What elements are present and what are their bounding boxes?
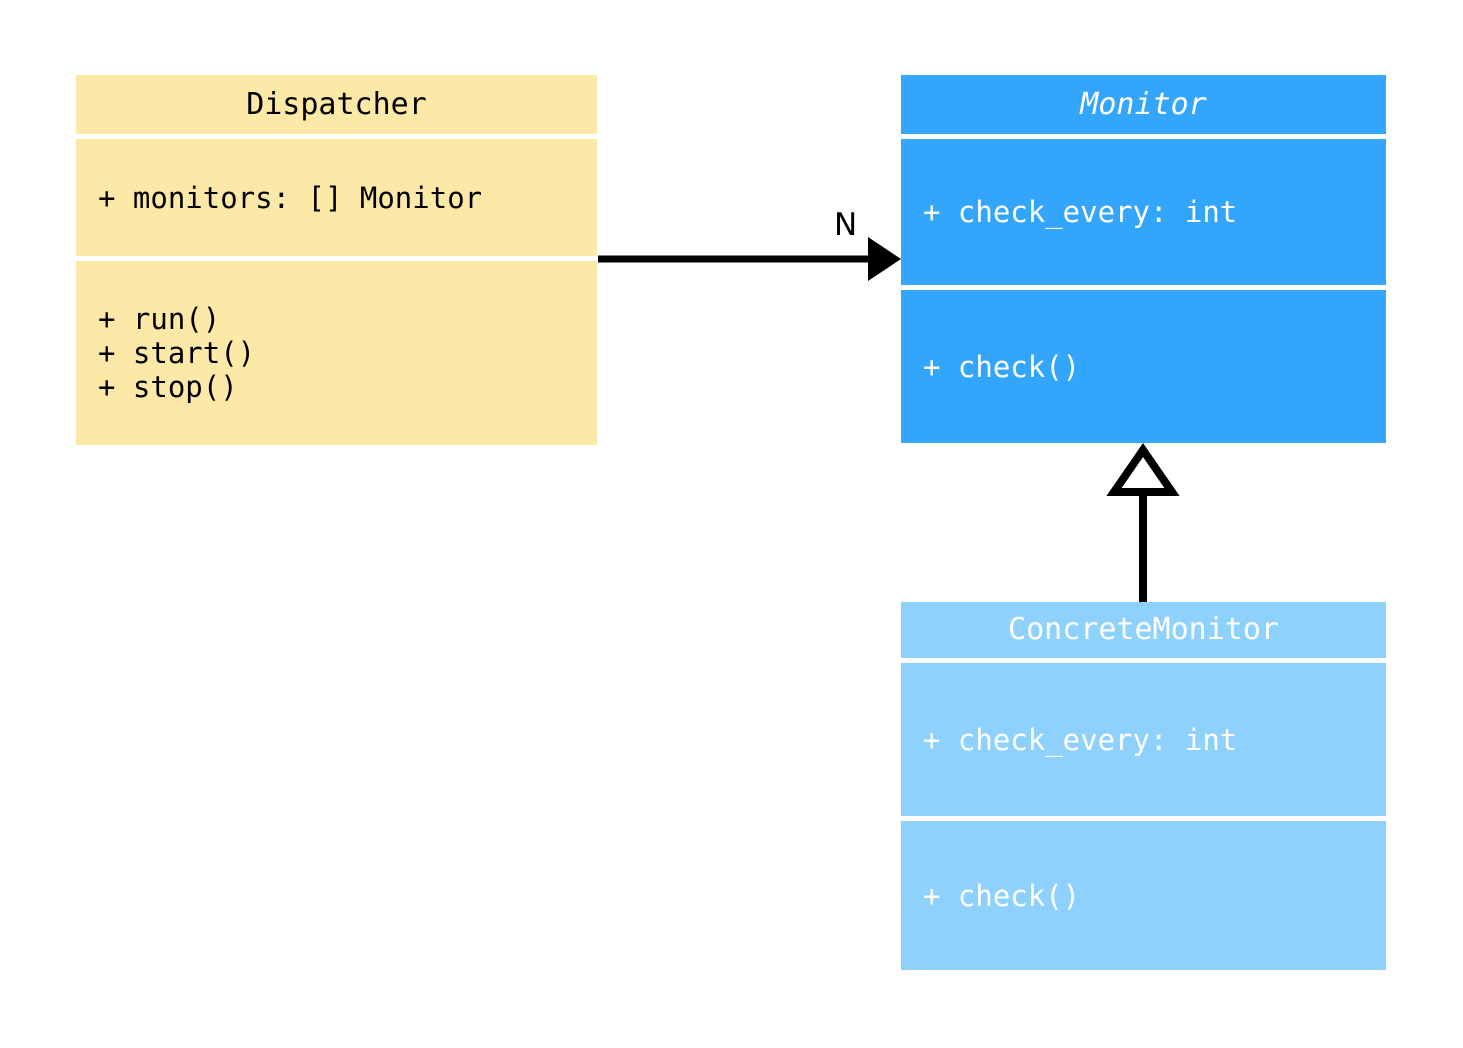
association-dispatcher-monitor [598, 237, 901, 281]
class-box-concrete-monitor[interactable]: ConcreteMonitor + check_every: int + che… [901, 602, 1386, 970]
class-methods-compartment-monitor: + check() [901, 290, 1386, 443]
generalization-concrete-monitor-monitor [1106, 442, 1180, 602]
class-title-compartment-monitor: Monitor [901, 75, 1386, 134]
class-title-compartment-dispatcher: Dispatcher [76, 75, 597, 134]
class-attributes-compartment-concrete-monitor: + check_every: int [901, 663, 1386, 816]
class-title-compartment-concrete-monitor: ConcreteMonitor [901, 602, 1386, 658]
class-method: + check() [923, 349, 1081, 384]
class-name-monitor: Monitor [1080, 86, 1207, 122]
class-method: + stop() [98, 370, 238, 404]
class-box-monitor[interactable]: Monitor + check_every: int + check() [901, 75, 1386, 443]
class-attributes-compartment-dispatcher: + monitors: [] Monitor [76, 139, 597, 256]
class-box-dispatcher[interactable]: Dispatcher + monitors: [] Monitor + run(… [76, 75, 597, 445]
class-name-dispatcher: Dispatcher [246, 86, 427, 122]
class-name-concrete-monitor: ConcreteMonitor [1008, 612, 1279, 647]
class-attribute: + check_every: int [923, 195, 1238, 229]
class-method: + check() [923, 878, 1081, 913]
class-attribute: + monitors: [] Monitor [98, 180, 483, 215]
class-methods-compartment-concrete-monitor: + check() [901, 821, 1386, 970]
filled-triangle-arrowhead-icon [868, 237, 901, 281]
class-method: + start() [98, 336, 256, 370]
hollow-triangle-arrowhead-icon [1106, 442, 1180, 496]
association-multiplicity-label: N [834, 207, 858, 243]
class-attributes-compartment-monitor: + check_every: int [901, 139, 1386, 285]
class-method: + run() [98, 302, 221, 336]
class-attribute: + check_every: int [923, 722, 1238, 757]
class-methods-compartment-dispatcher: + run() + start() + stop() [76, 261, 597, 445]
